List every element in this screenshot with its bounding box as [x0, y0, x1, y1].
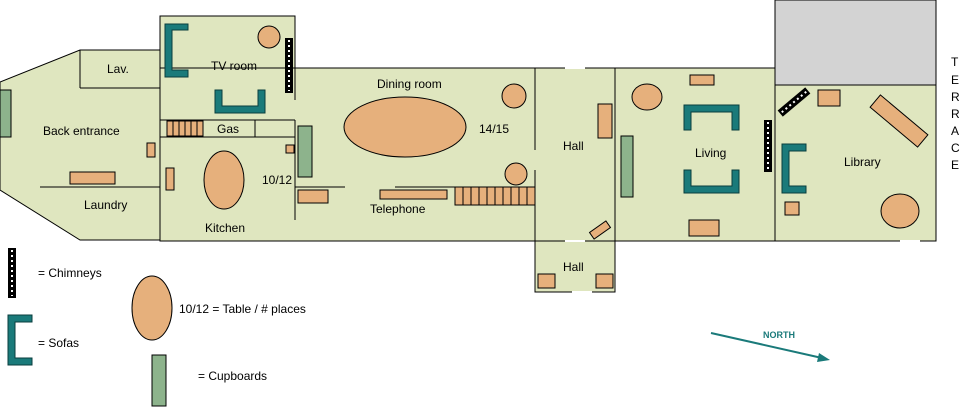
stairs-telephone [454, 186, 536, 206]
cupboards [0, 89, 634, 407]
terrace-letter: R [951, 90, 960, 104]
room-label-library: Library [844, 155, 881, 169]
stairs-gas [166, 120, 204, 137]
living-round-table [631, 83, 663, 111]
table-places-kitchen: 10/12 [262, 173, 292, 187]
room-label-dining-room: Dining room [377, 77, 442, 91]
north-arrow-head [817, 353, 830, 362]
tv-room-sofa-bottom [214, 89, 266, 114]
north-label: NORTH [763, 330, 795, 340]
tv-room-table [257, 25, 281, 49]
room-label-telephone: Telephone [370, 202, 426, 216]
terrace-letter: C [951, 141, 960, 155]
room-label-hall-upper: Hall [563, 139, 584, 153]
terrace-letter: R [951, 107, 960, 121]
terrace-letter: E [951, 73, 959, 87]
small-furniture [69, 74, 929, 289]
living-sofa-top [683, 104, 740, 131]
legend-chimney [8, 248, 16, 298]
legend-cupboard [151, 354, 167, 407]
dining-round-table-bottom [504, 162, 528, 186]
north-arrow: NORTH [710, 330, 830, 362]
room-label-laundry: Laundry [84, 198, 127, 212]
living-sofa-bottom [683, 169, 740, 194]
terrace-label: T E R R A C E [951, 55, 960, 172]
legend-sofas-label: = Sofas [38, 336, 79, 350]
dining-round-table-top [501, 83, 527, 109]
room-label-hall-lower: Hall [563, 260, 584, 274]
terrace-area [774, 0, 937, 86]
legend-chimneys-label: = Chimneys [38, 266, 102, 280]
legend-table-label: 10/12 = Table / # places [179, 302, 306, 316]
room-label-lav: Lav. [107, 62, 129, 76]
legend-cupboards-label: = Cupboards [198, 369, 267, 383]
library-sofa [781, 143, 807, 194]
central-floor [159, 67, 776, 242]
terrace-letter: T [951, 55, 959, 69]
sofas [7, 23, 807, 366]
tables [131, 25, 920, 341]
door-gaps [565, 67, 920, 293]
terrace-letter: E [951, 158, 959, 172]
kitchen-table [203, 150, 245, 210]
dining-table [343, 96, 467, 158]
legend: = Chimneys = Sofas 10/12 = Table / # pla… [38, 266, 306, 383]
legend-sofa [7, 314, 33, 366]
room-label-kitchen: Kitchen [205, 221, 245, 235]
room-label-tv-room: TV room [211, 59, 257, 73]
living-chimney [764, 120, 772, 172]
terrace-letter: A [951, 124, 959, 138]
room-label-living: Living [695, 146, 726, 160]
room-label-back-entrance: Back entrance [43, 124, 120, 138]
legend-table [131, 275, 173, 341]
table-places-dining: 14/15 [479, 122, 509, 136]
tv-room-sofa-left [164, 23, 189, 78]
room-labels: Lav. TV room Back entrance Gas Dining ro… [43, 59, 881, 274]
library-round-table [880, 193, 920, 229]
room-label-gas: Gas [217, 122, 239, 136]
chimneys [8, 38, 811, 298]
